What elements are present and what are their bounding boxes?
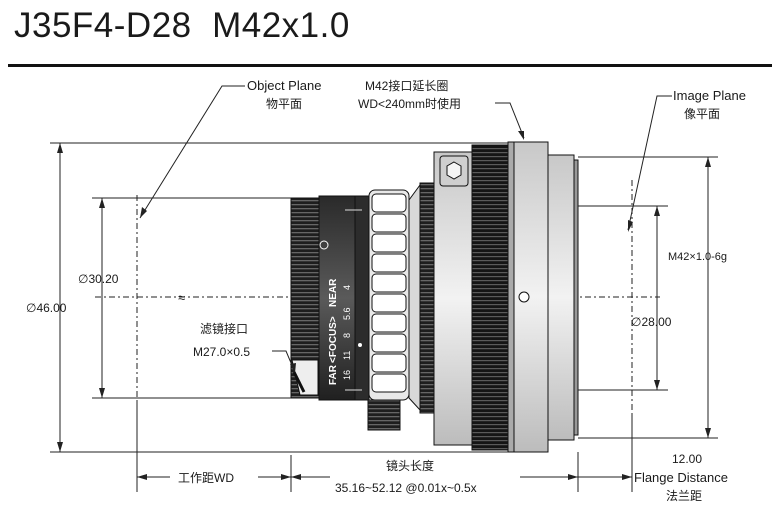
main-barrel — [433, 151, 473, 446]
lens-length-value: 35.16~52.12 @0.01x~0.5x — [335, 481, 477, 495]
scale-mark-5-6: 5.6 — [342, 307, 352, 320]
infinity-mark: ≈ — [178, 290, 185, 305]
dimension-dia-rear — [578, 205, 668, 391]
scale-mark-16: 16 — [342, 370, 352, 380]
extension-ring-label: M42接口延长圈 — [365, 78, 448, 93]
ring-focus-label: <FOCUS> — [328, 316, 339, 363]
scale-mark-4: 4 — [342, 285, 352, 290]
dia-rear-label: ∅28.00 — [631, 315, 672, 329]
mount-knurled-ring — [471, 144, 509, 451]
focus-ring — [318, 195, 356, 401]
scale-mark-11: 11 — [342, 351, 352, 360]
extension-ring-leader — [495, 102, 525, 140]
dimension-mount-thread — [578, 156, 718, 439]
dimension-dia-front — [92, 197, 291, 399]
lens-body — [290, 141, 579, 453]
ring-near-label: NEAR — [328, 278, 339, 307]
page-title: J35F4-D28 M42x1.0 — [14, 6, 350, 45]
image-plane-cn: 像平面 — [684, 107, 720, 121]
extension-ring-note: WD<240mm时使用 — [358, 96, 461, 111]
object-plane-leader — [139, 85, 245, 219]
dia-front-label: ∅30.20 — [78, 272, 119, 286]
flange-value: 12.00 — [672, 452, 702, 466]
title-divider — [8, 64, 772, 67]
dia-outer-label: ∅46.00 — [26, 301, 67, 315]
dimension-bottom — [136, 400, 633, 492]
lens-length-label: 镜头长度 — [386, 458, 434, 473]
mount-thread-label: M42×1.0-6g — [668, 251, 727, 263]
object-plane-en: Object Plane — [247, 78, 321, 93]
knurled-collar — [419, 182, 435, 414]
lock-screw — [367, 399, 401, 431]
dimension-dia-outer — [50, 142, 508, 453]
flange-label-en: Flange Distance — [634, 470, 728, 485]
filter-thread-cn: 滤镜接口 — [200, 321, 248, 336]
flange-label-cn: 法兰距 — [666, 489, 702, 503]
filter-thread-size: M27.0×0.5 — [193, 345, 250, 359]
scale-ring — [354, 195, 370, 401]
scale-mark-8: 8 — [342, 333, 352, 338]
image-plane-leader — [627, 95, 672, 232]
working-distance-label: 工作距WD — [178, 471, 234, 485]
object-plane-cn: 物平面 — [266, 97, 302, 111]
extension-ring — [547, 154, 575, 441]
ring-far-label: FAR — [328, 364, 339, 385]
image-plane-en: Image Plane — [673, 88, 746, 103]
filter-thread-leader — [272, 350, 296, 373]
